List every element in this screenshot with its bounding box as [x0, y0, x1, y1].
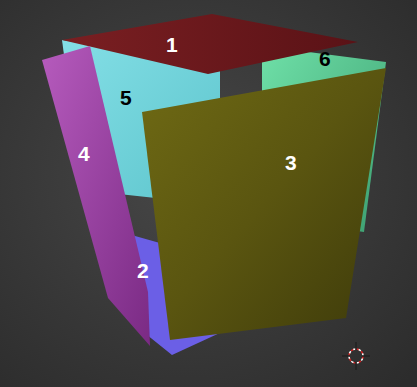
callout-number: 1 [166, 34, 178, 55]
callout-number: 5 [120, 87, 132, 108]
face-1 [62, 14, 358, 74]
face-3 [142, 68, 386, 340]
cursor-symbol [342, 342, 370, 370]
callout-number: 6 [319, 48, 331, 69]
callout-number: 2 [137, 260, 149, 281]
face-4 [42, 46, 150, 346]
callout-number: 4 [78, 143, 90, 164]
callout-number: 3 [285, 152, 297, 173]
